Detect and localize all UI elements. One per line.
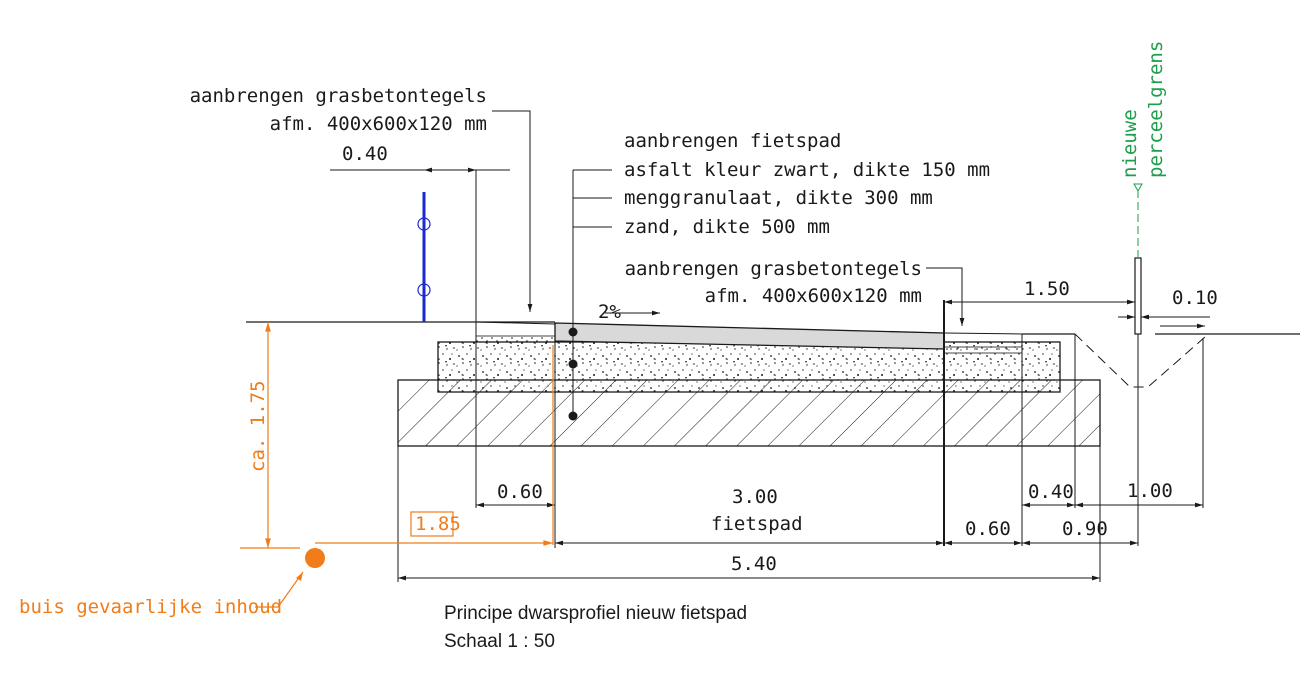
construction-lines: [397, 170, 1204, 582]
grass-tiles-right: [943, 346, 1023, 354]
dim-185-box: [410, 511, 454, 537]
dim-300: 3.00: [732, 486, 778, 508]
dim-ca175: ca. 1.75: [247, 380, 269, 472]
dimension-lines: [330, 167, 1210, 581]
dim-185: 1.85: [415, 513, 461, 535]
pipe-label: buis gevaarlijke inhoud: [19, 596, 282, 618]
dim-040-right: 0.40: [1028, 481, 1074, 503]
dim-060-right: 0.60: [965, 518, 1011, 540]
pipe-dimensions: [240, 322, 554, 608]
ditch: [1074, 333, 1206, 388]
dim-100: 1.00: [1127, 480, 1173, 502]
label-grass-tiles-left-1: aanbrengen grasbetontegels: [190, 85, 487, 107]
label-fietspad: fietspad: [711, 513, 803, 535]
label-fietspad-head: aanbrengen fietspad: [624, 130, 841, 152]
dim-040-top: 0.40: [342, 143, 388, 165]
marker-post: [417, 192, 431, 322]
boundary-label-1: nieuwe: [1119, 109, 1141, 178]
dim-150: 1.50: [1024, 278, 1070, 300]
caption-title: Principe dwarsprofiel nieuw fietspad: [444, 603, 747, 624]
dim-010: 0.10: [1172, 287, 1218, 309]
dim-060-left: 0.60: [497, 481, 543, 503]
label-grass-tiles-right-2: afm. 400x600x120 mm: [705, 285, 922, 307]
label-grass-tiles-left-2: afm. 400x600x120 mm: [270, 113, 487, 135]
caption-scale: Schaal 1 : 50: [444, 631, 555, 652]
leader-lines: [492, 110, 965, 421]
grass-tiles-left: [475, 335, 556, 343]
ground-line: [246, 321, 1300, 335]
label-layer-asphalt: asfalt kleur zwart, dikte 150 mm: [624, 159, 990, 181]
pipe-dangerous-contents: [305, 548, 325, 568]
boundary-post: [1133, 183, 1143, 335]
label-layer-sand: zand, dikte 500 mm: [624, 216, 830, 238]
boundary-label-2: perceelgrens: [1145, 41, 1167, 178]
dim-540: 5.40: [731, 553, 777, 575]
label-layer-granulate: menggranulaat, dikte 300 mm: [624, 187, 933, 209]
slope-label: 2%: [598, 301, 621, 323]
dim-090: 0.90: [1062, 518, 1108, 540]
label-grass-tiles-right-1: aanbrengen grasbetontegels: [625, 258, 922, 280]
